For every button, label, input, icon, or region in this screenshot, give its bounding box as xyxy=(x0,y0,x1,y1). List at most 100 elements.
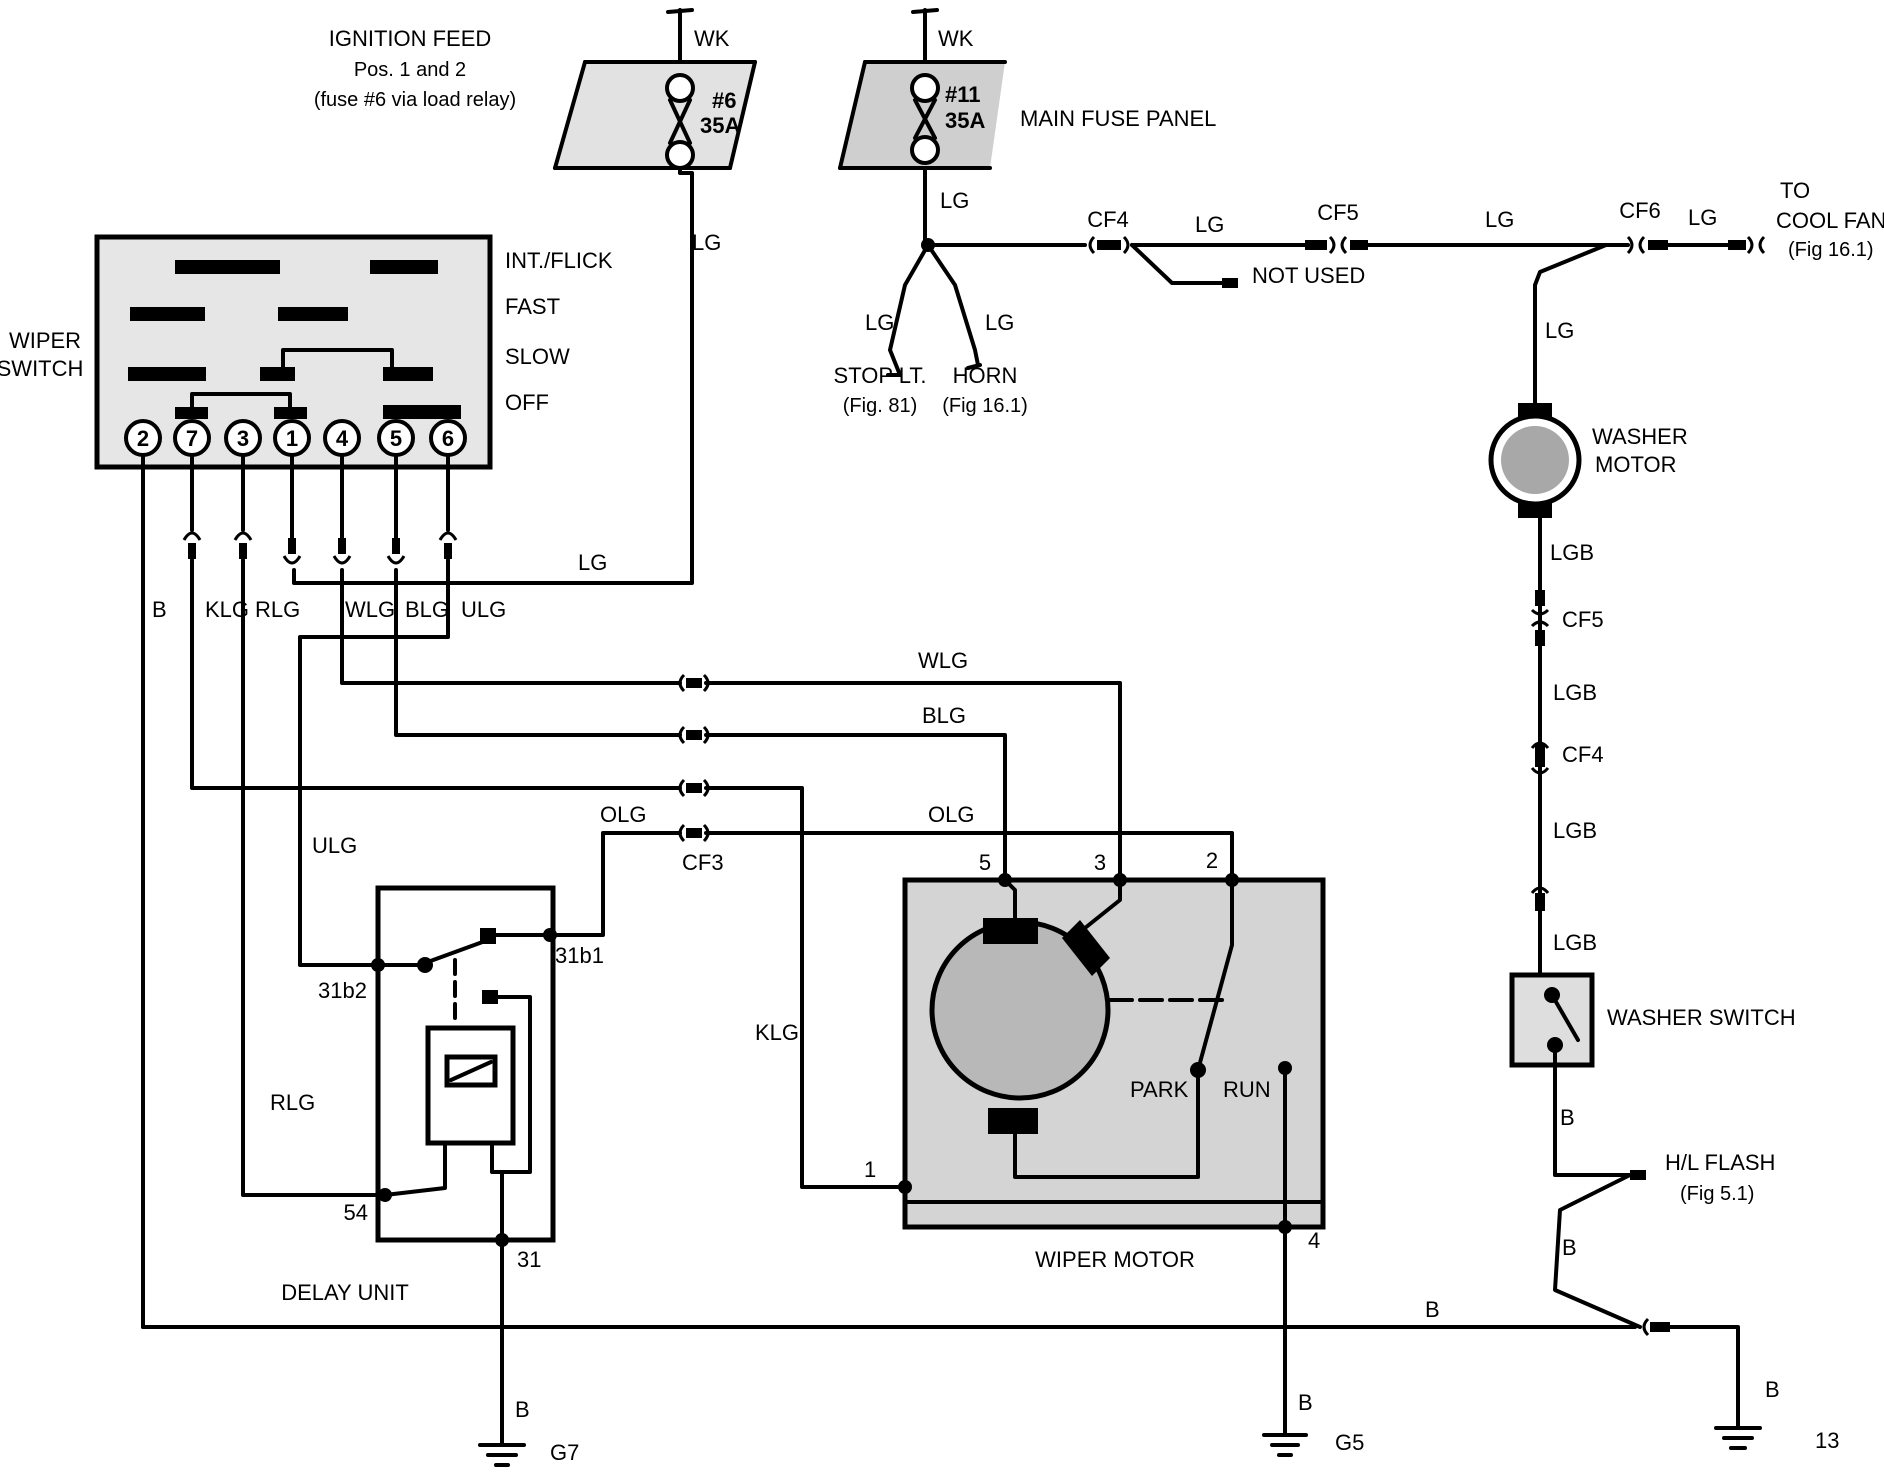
fuse-11: WK #11 35A xyxy=(838,8,1007,170)
cf5-label-top: CF5 xyxy=(1317,200,1359,225)
term-31: 31 xyxy=(517,1247,541,1272)
lg-feed-wire xyxy=(292,166,694,585)
horn-label: HORN xyxy=(953,363,1018,388)
inline-connectors xyxy=(678,673,710,843)
ground-13-connector xyxy=(1642,1317,1670,1337)
stop-lt-label: STOP LT. xyxy=(834,363,927,388)
wire-lg-horn: LG xyxy=(985,310,1014,335)
stop-lt-branch xyxy=(888,243,930,377)
wiper-switch: 2 7 3 1 4 5 6 xyxy=(94,234,493,470)
motor-term-3: 3 xyxy=(1094,850,1106,875)
ground-13-label: 13 xyxy=(1815,1428,1839,1453)
cf5-connector-vertical xyxy=(1530,590,1550,646)
ground-g5-label: G5 xyxy=(1335,1430,1364,1455)
cool-fan-fig: (Fig 16.1) xyxy=(1788,239,1874,261)
fuse11-wire-top: WK xyxy=(938,26,974,51)
cf5-connector-top xyxy=(1305,235,1368,255)
wire-b-ground-bus: B xyxy=(1425,1297,1440,1322)
cf4-connector xyxy=(1088,235,1130,255)
cf3-label: CF3 xyxy=(682,850,724,875)
hl-flash-fig: (Fig 5.1) xyxy=(1680,1183,1754,1205)
term-31b2: 31b2 xyxy=(318,978,367,1003)
fuse6-rating: 35A xyxy=(700,113,740,138)
wire-b-g5: B xyxy=(1298,1390,1313,1415)
washer-switch xyxy=(1509,972,1632,1177)
fuse6-wire-top: WK xyxy=(694,26,730,51)
switch-pin-6: 6 xyxy=(442,426,454,451)
cool-fan-label: COOL FAN xyxy=(1776,208,1884,233)
wiper-switch-label-1: WIPER xyxy=(9,328,81,353)
cf4-label-top: CF4 xyxy=(1087,207,1129,232)
wire-olg-left: OLG xyxy=(600,802,646,827)
motor-term-1: 1 xyxy=(864,1157,876,1182)
not-used-label: NOT USED xyxy=(1252,263,1365,288)
washer-connector xyxy=(1530,886,1550,911)
cf4-label-vertical: CF4 xyxy=(1562,742,1604,767)
ground-13-wire xyxy=(1668,1325,1740,1430)
horn-fig: (Fig 16.1) xyxy=(942,395,1028,417)
motor-term-5: 5 xyxy=(979,850,991,875)
ground-13-icon xyxy=(1714,1426,1762,1450)
stop-lt-fig: (Fig. 81) xyxy=(843,395,917,417)
wire-lgb-1: LGB xyxy=(1550,540,1594,565)
washer-motor-label-1: WASHER xyxy=(1592,424,1688,449)
washer-motor-label-2: MOTOR xyxy=(1595,452,1676,477)
wire-b-label: B xyxy=(152,597,167,622)
wire-lg-stop: LG xyxy=(865,310,894,335)
wire-lgb-3: LGB xyxy=(1553,818,1597,843)
switch-pin-5: 5 xyxy=(390,426,402,451)
cf6-label: CF6 xyxy=(1619,198,1661,223)
switch-pin-4: 4 xyxy=(336,426,349,451)
term-31b1: 31b1 xyxy=(555,943,604,968)
motor-run-label: RUN xyxy=(1223,1077,1271,1102)
wiper-switch-label-2: SWITCH xyxy=(0,356,83,381)
delay-unit-label: DELAY UNIT xyxy=(281,1280,409,1305)
fuse11-number: #11 xyxy=(945,82,981,107)
switch-leads xyxy=(141,453,458,1329)
olg-wire-b xyxy=(704,831,1234,882)
not-used-branch xyxy=(1130,243,1224,285)
motor-park-label: PARK xyxy=(1130,1077,1189,1102)
olg-wire-a xyxy=(543,831,682,937)
wire-ulg-label: ULG xyxy=(461,597,506,622)
delay-unit xyxy=(371,885,557,1447)
cf6-connector xyxy=(1626,235,1668,255)
wire-rlg-side: RLG xyxy=(270,1090,315,1115)
switch-pin-2: 2 xyxy=(137,426,149,451)
ulg-wire xyxy=(298,558,450,967)
wire-b-g13: B xyxy=(1765,1377,1780,1402)
wlg-wire-a xyxy=(340,568,682,685)
ignition-feed-positions: Pos. 1 and 2 xyxy=(354,59,466,81)
switch-pin-3: 3 xyxy=(237,426,249,451)
fuse11-rating: 35A xyxy=(945,108,985,133)
wire-lgb-2: LGB xyxy=(1553,680,1597,705)
wire-b-g7: B xyxy=(515,1397,530,1422)
switch-pin-7: 7 xyxy=(186,426,198,451)
washer-switch-label: WASHER SWITCH xyxy=(1607,1005,1796,1030)
wire-rlg-label: RLG xyxy=(255,597,300,622)
wiper-motor-label: WIPER MOTOR xyxy=(1035,1247,1195,1272)
rlg-wire xyxy=(241,558,387,1197)
fuse6-number: #6 xyxy=(712,88,736,113)
switch-pin-1: 1 xyxy=(286,426,298,451)
wire-olg-right: OLG xyxy=(928,802,974,827)
switch-pos-slow: SLOW xyxy=(505,344,570,369)
switch-pos-int-flick: INT./FLICK xyxy=(505,248,613,273)
switch-pos-fast: FAST xyxy=(505,294,560,319)
wire-lg-bottom: LG xyxy=(578,550,607,575)
term-54: 54 xyxy=(344,1200,368,1225)
wire-lgb-4: LGB xyxy=(1553,930,1597,955)
cf4-connector-vertical xyxy=(1530,741,1550,775)
wire-lg-washer: LG xyxy=(1545,318,1574,343)
wire-lg-fuse6: LG xyxy=(692,230,721,255)
cool-fan-to: TO xyxy=(1780,178,1810,203)
motor-term-4: 4 xyxy=(1308,1228,1320,1253)
hl-flash-b-wire xyxy=(1553,1173,1642,1329)
wire-wlg-mid: WLG xyxy=(918,648,968,673)
wire-lg-fuse11: LG xyxy=(940,188,969,213)
wire-b-washer: B xyxy=(1560,1105,1575,1130)
klg-wire-b xyxy=(704,786,907,1189)
ground-g7-label: G7 xyxy=(550,1440,579,1465)
wire-lg-bus-2: LG xyxy=(1485,207,1514,232)
